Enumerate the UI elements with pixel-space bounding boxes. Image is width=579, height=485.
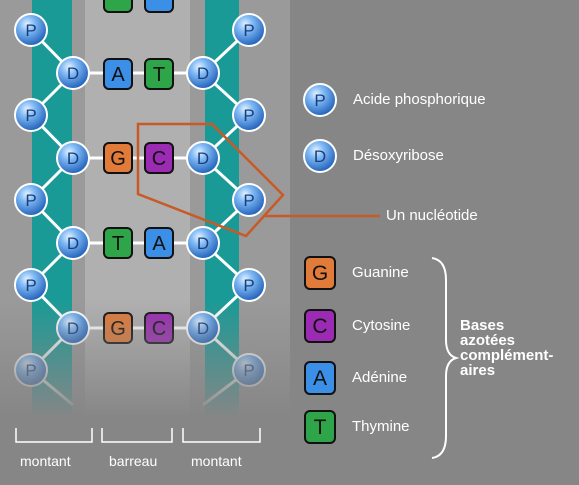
label-barreau: barreau <box>109 453 158 469</box>
legend-desoxyribose-label: Désoxyribose <box>353 147 444 164</box>
legend-guanine-icon: G <box>304 256 336 290</box>
base-top-left-partial <box>103 0 133 13</box>
label-montant-right: montant <box>191 453 242 469</box>
legend-sugar-icon: D <box>303 139 337 173</box>
sugar-letter: D <box>197 64 209 83</box>
sugar-letter: D <box>197 234 209 253</box>
phosphate-letter: P <box>25 21 36 40</box>
phosphate-letter: P <box>243 276 254 295</box>
legend-cytosine-icon: C <box>304 309 336 343</box>
legend-acide-phosphorique-label: Acide phosphorique <box>353 91 486 108</box>
phosphate-ball: P <box>14 268 48 302</box>
sugar-ball: D <box>56 141 90 175</box>
legend-phosphate-icon: P <box>303 83 337 117</box>
phosphate-ball: P <box>232 98 266 132</box>
legend-cytosine-label: Cytosine <box>352 317 411 334</box>
bases-group-line-2: azotées <box>460 332 516 349</box>
base-cytosine: C <box>144 142 174 174</box>
legend-thymine-icon: T <box>304 410 336 444</box>
bottom-fade <box>0 300 290 418</box>
base-letter: A <box>152 233 166 255</box>
sugar-letter: D <box>67 149 79 168</box>
base-letter: T <box>153 64 165 86</box>
phosphate-letter: P <box>25 276 36 295</box>
legend-adenine-label: Adénine <box>352 369 408 386</box>
bracket-montant-right <box>182 428 261 443</box>
base-letter: A <box>111 64 125 86</box>
base-top-right-partial <box>144 0 174 13</box>
base-thymine: T <box>144 58 174 90</box>
phosphate-ball: P <box>232 13 266 47</box>
legend-base-letter: C <box>312 315 327 338</box>
base-thymine: T <box>103 227 133 259</box>
phosphate-ball: P <box>14 13 48 47</box>
bracket-montant-left <box>15 428 93 443</box>
bases-group-label: Bases azotées complément- aires <box>460 318 553 378</box>
base-guanine: G <box>103 142 133 174</box>
legend-base-letter: A <box>313 367 327 390</box>
base-letter: C <box>152 148 166 170</box>
sugar-ball: D <box>186 56 220 90</box>
sugar-letter: D <box>197 149 209 168</box>
sugar-ball: D <box>186 226 220 260</box>
phosphate-letter: P <box>25 106 36 125</box>
legend-phosphate-letter: P <box>314 91 325 110</box>
sugar-ball: D <box>56 226 90 260</box>
phosphate-letter: P <box>243 106 254 125</box>
legend-thymine-label: Thymine <box>352 418 410 435</box>
sugar-ball: D <box>186 141 220 175</box>
base-adenine: A <box>103 58 133 90</box>
phosphate-ball: P <box>232 183 266 217</box>
base-letter: T <box>112 233 124 255</box>
legend-base-letter: T <box>314 416 327 439</box>
phosphate-ball: P <box>14 98 48 132</box>
bases-group-line-4: aires <box>460 362 496 379</box>
sugar-letter: D <box>67 234 79 253</box>
phosphate-letter: P <box>243 191 254 210</box>
sugar-letter: D <box>67 64 79 83</box>
sugar-ball: D <box>56 56 90 90</box>
phosphate-ball: P <box>232 268 266 302</box>
base-adenine: A <box>144 227 174 259</box>
phosphate-letter: P <box>243 21 254 40</box>
bases-group-line-1: Bases <box>460 317 505 334</box>
phosphate-letter: P <box>25 191 36 210</box>
phosphate-ball: P <box>14 183 48 217</box>
bracket-barreau <box>101 428 173 443</box>
legend-sugar-letter: D <box>314 147 326 166</box>
legend-adenine-icon: A <box>304 361 336 395</box>
legend-base-letter: G <box>312 262 328 285</box>
legend-nucleotide-label: Un nucléotide <box>386 207 478 224</box>
legend-guanine-label: Guanine <box>352 264 409 281</box>
base-letter: G <box>110 148 126 170</box>
bases-group-line-3: complément- <box>460 347 554 364</box>
bases-brace <box>431 257 460 459</box>
label-montant-left: montant <box>20 453 71 469</box>
